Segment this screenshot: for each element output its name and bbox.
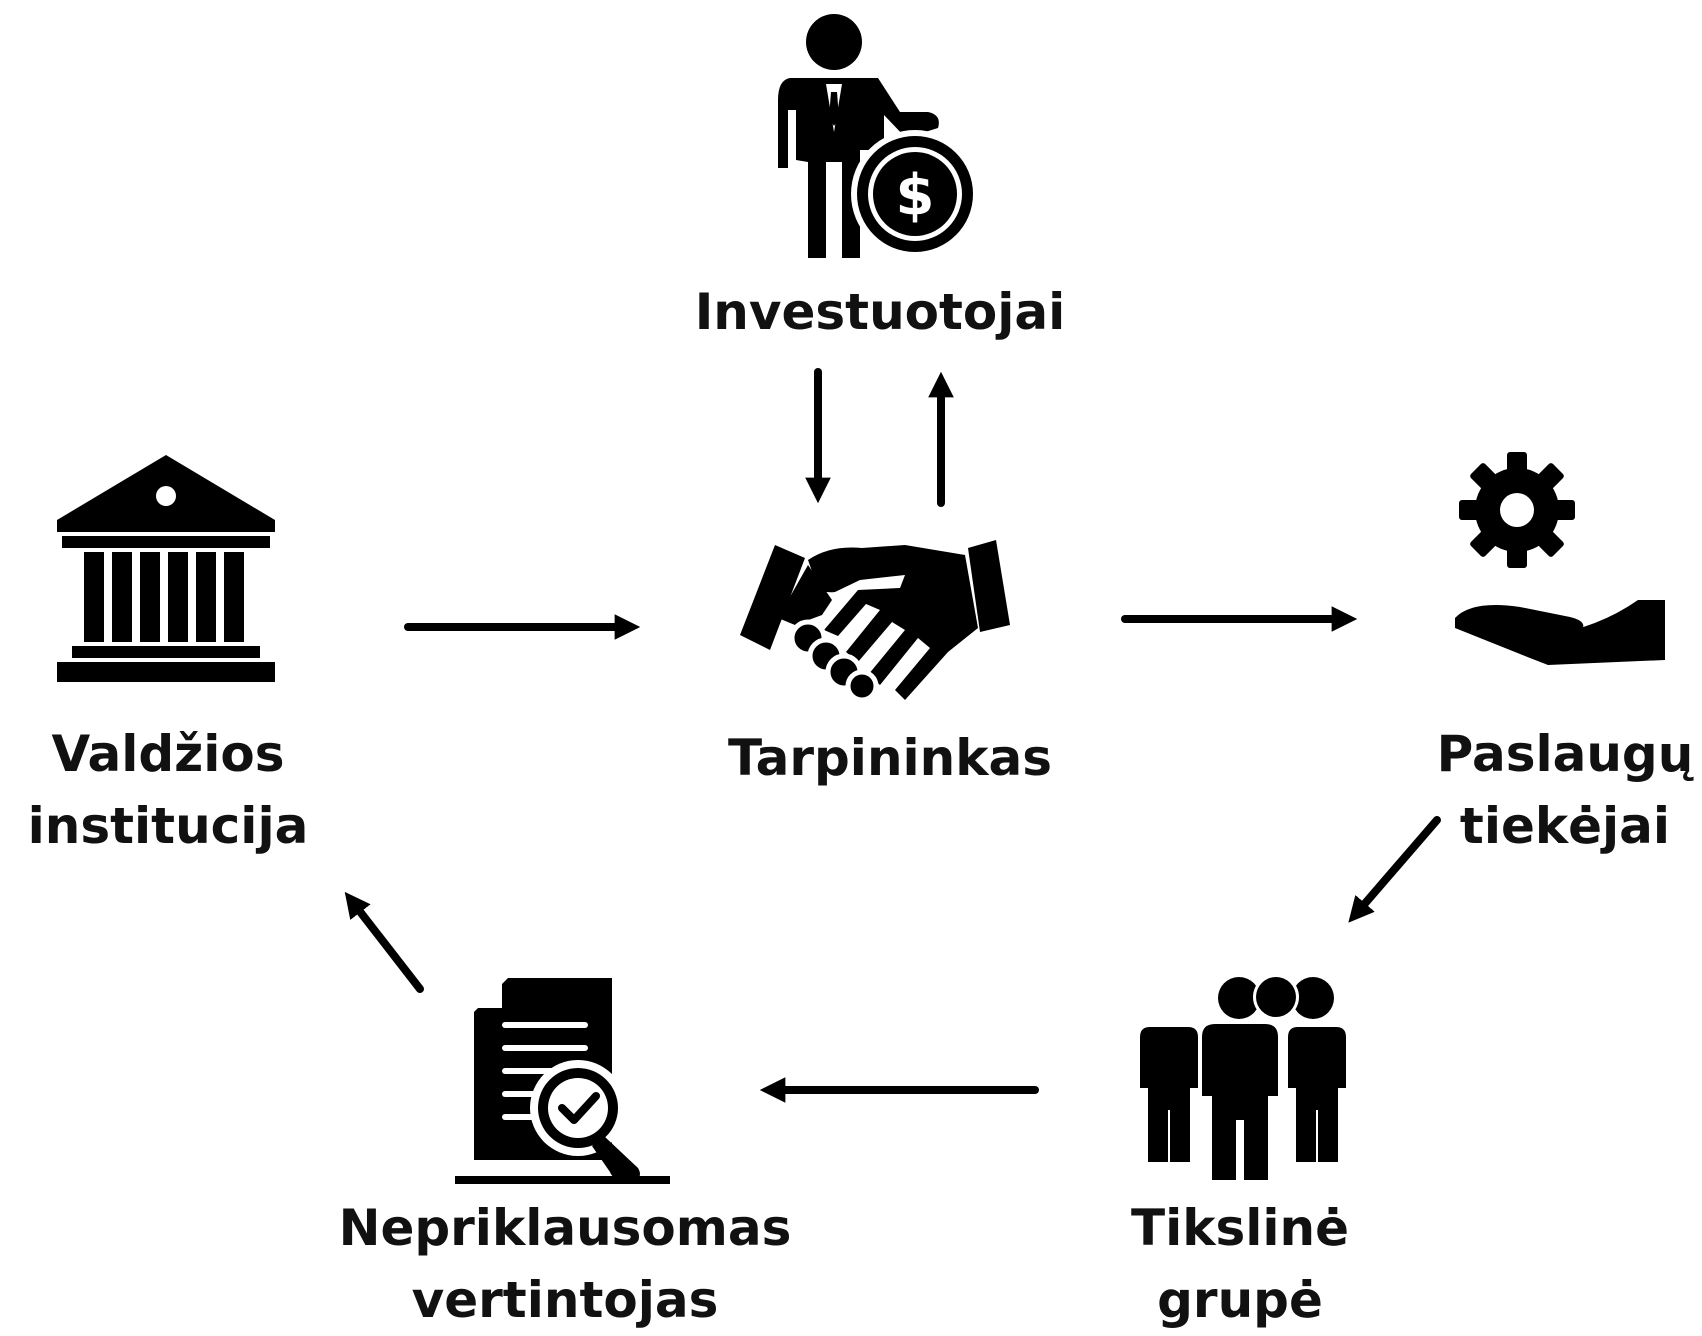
- flow-arrows: [344, 368, 1441, 1103]
- handshake-icon: [740, 540, 1010, 703]
- arrow-providers-to-target: [1348, 816, 1441, 923]
- providers-label-line2: tiekėjai: [1459, 797, 1671, 855]
- target-label-line1: Tikslinė: [1130, 1199, 1350, 1257]
- intermediary-label: Tarpininkas: [727, 729, 1053, 787]
- evaluator-label: Nepriklausomas vertintojas: [335, 1192, 795, 1336]
- target-label: Tikslinė grupė: [1110, 1192, 1370, 1336]
- providers-label-line1: Paslaugų: [1436, 725, 1694, 783]
- government-label-line1: Valdžios: [51, 725, 285, 783]
- document-check-icon: [455, 974, 670, 1184]
- government-label-line2: institucija: [27, 797, 309, 855]
- government-label: Valdžios institucija: [18, 718, 318, 862]
- investors-label: Investuotojai: [694, 283, 1066, 341]
- svg-text:$: $: [896, 163, 935, 228]
- government-building-icon: [57, 455, 275, 682]
- providers-label: Paslaugų tiekėjai: [1430, 718, 1700, 862]
- target-label-line2: grupė: [1157, 1271, 1323, 1329]
- arrow-evaluator-to-government: [344, 891, 424, 993]
- investor-dollar-icon: $: [778, 14, 979, 258]
- evaluator-label-line1: Nepriklausomas: [338, 1199, 792, 1257]
- gear-hand-icon: [1455, 452, 1665, 665]
- evaluator-label-line2: vertintojas: [411, 1271, 719, 1329]
- people-group-icon: [1140, 974, 1346, 1180]
